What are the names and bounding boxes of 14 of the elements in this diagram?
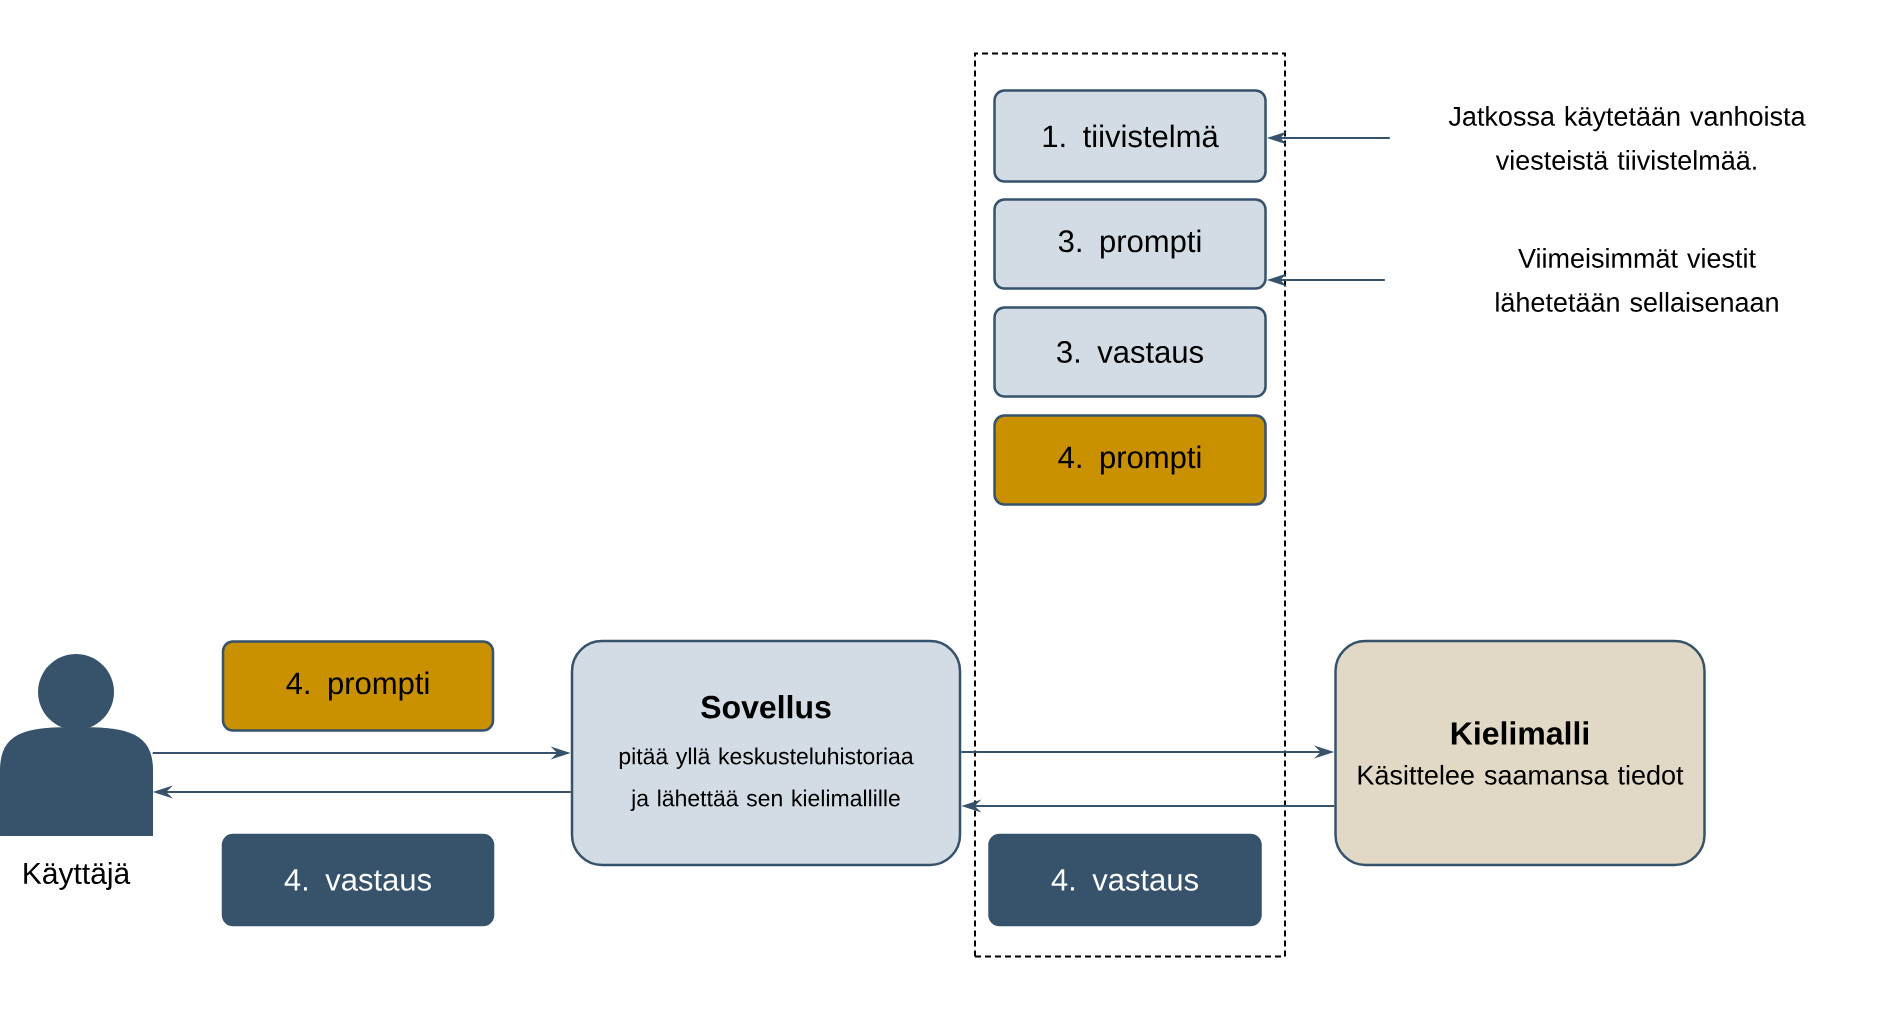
- message-box: 4. vastaus: [988, 833, 1262, 927]
- note-text: Viimeisimmät viestit lähetetään sellaisenaan: [1496, 248, 1778, 312]
- model-box: Kielimalli Käsittelee saamansa tiedot: [1334, 639, 1706, 867]
- note-text: Jatkossa käytetään vanhoista viesteistä tiivistelmää.: [1448, 106, 1806, 170]
- message-box: 1. tiivistelmä: [993, 89, 1267, 183]
- message-box: 3. prompti: [993, 198, 1267, 290]
- message-box: 4. prompti: [221, 640, 495, 732]
- message-box: Sovellus pitää yllä keskusteluhistoriaa ja lähettää sen kielimallille: [570, 639, 962, 867]
- person-icon: [0, 654, 153, 836]
- person-label: Käyttäjä: [24, 862, 131, 890]
- context-frame: [974, 52, 1286, 958]
- message-box: 4. prompti: [993, 414, 1267, 506]
- message-box: 3. vastaus: [993, 306, 1267, 398]
- message-box: 4. vastaus: [221, 833, 495, 927]
